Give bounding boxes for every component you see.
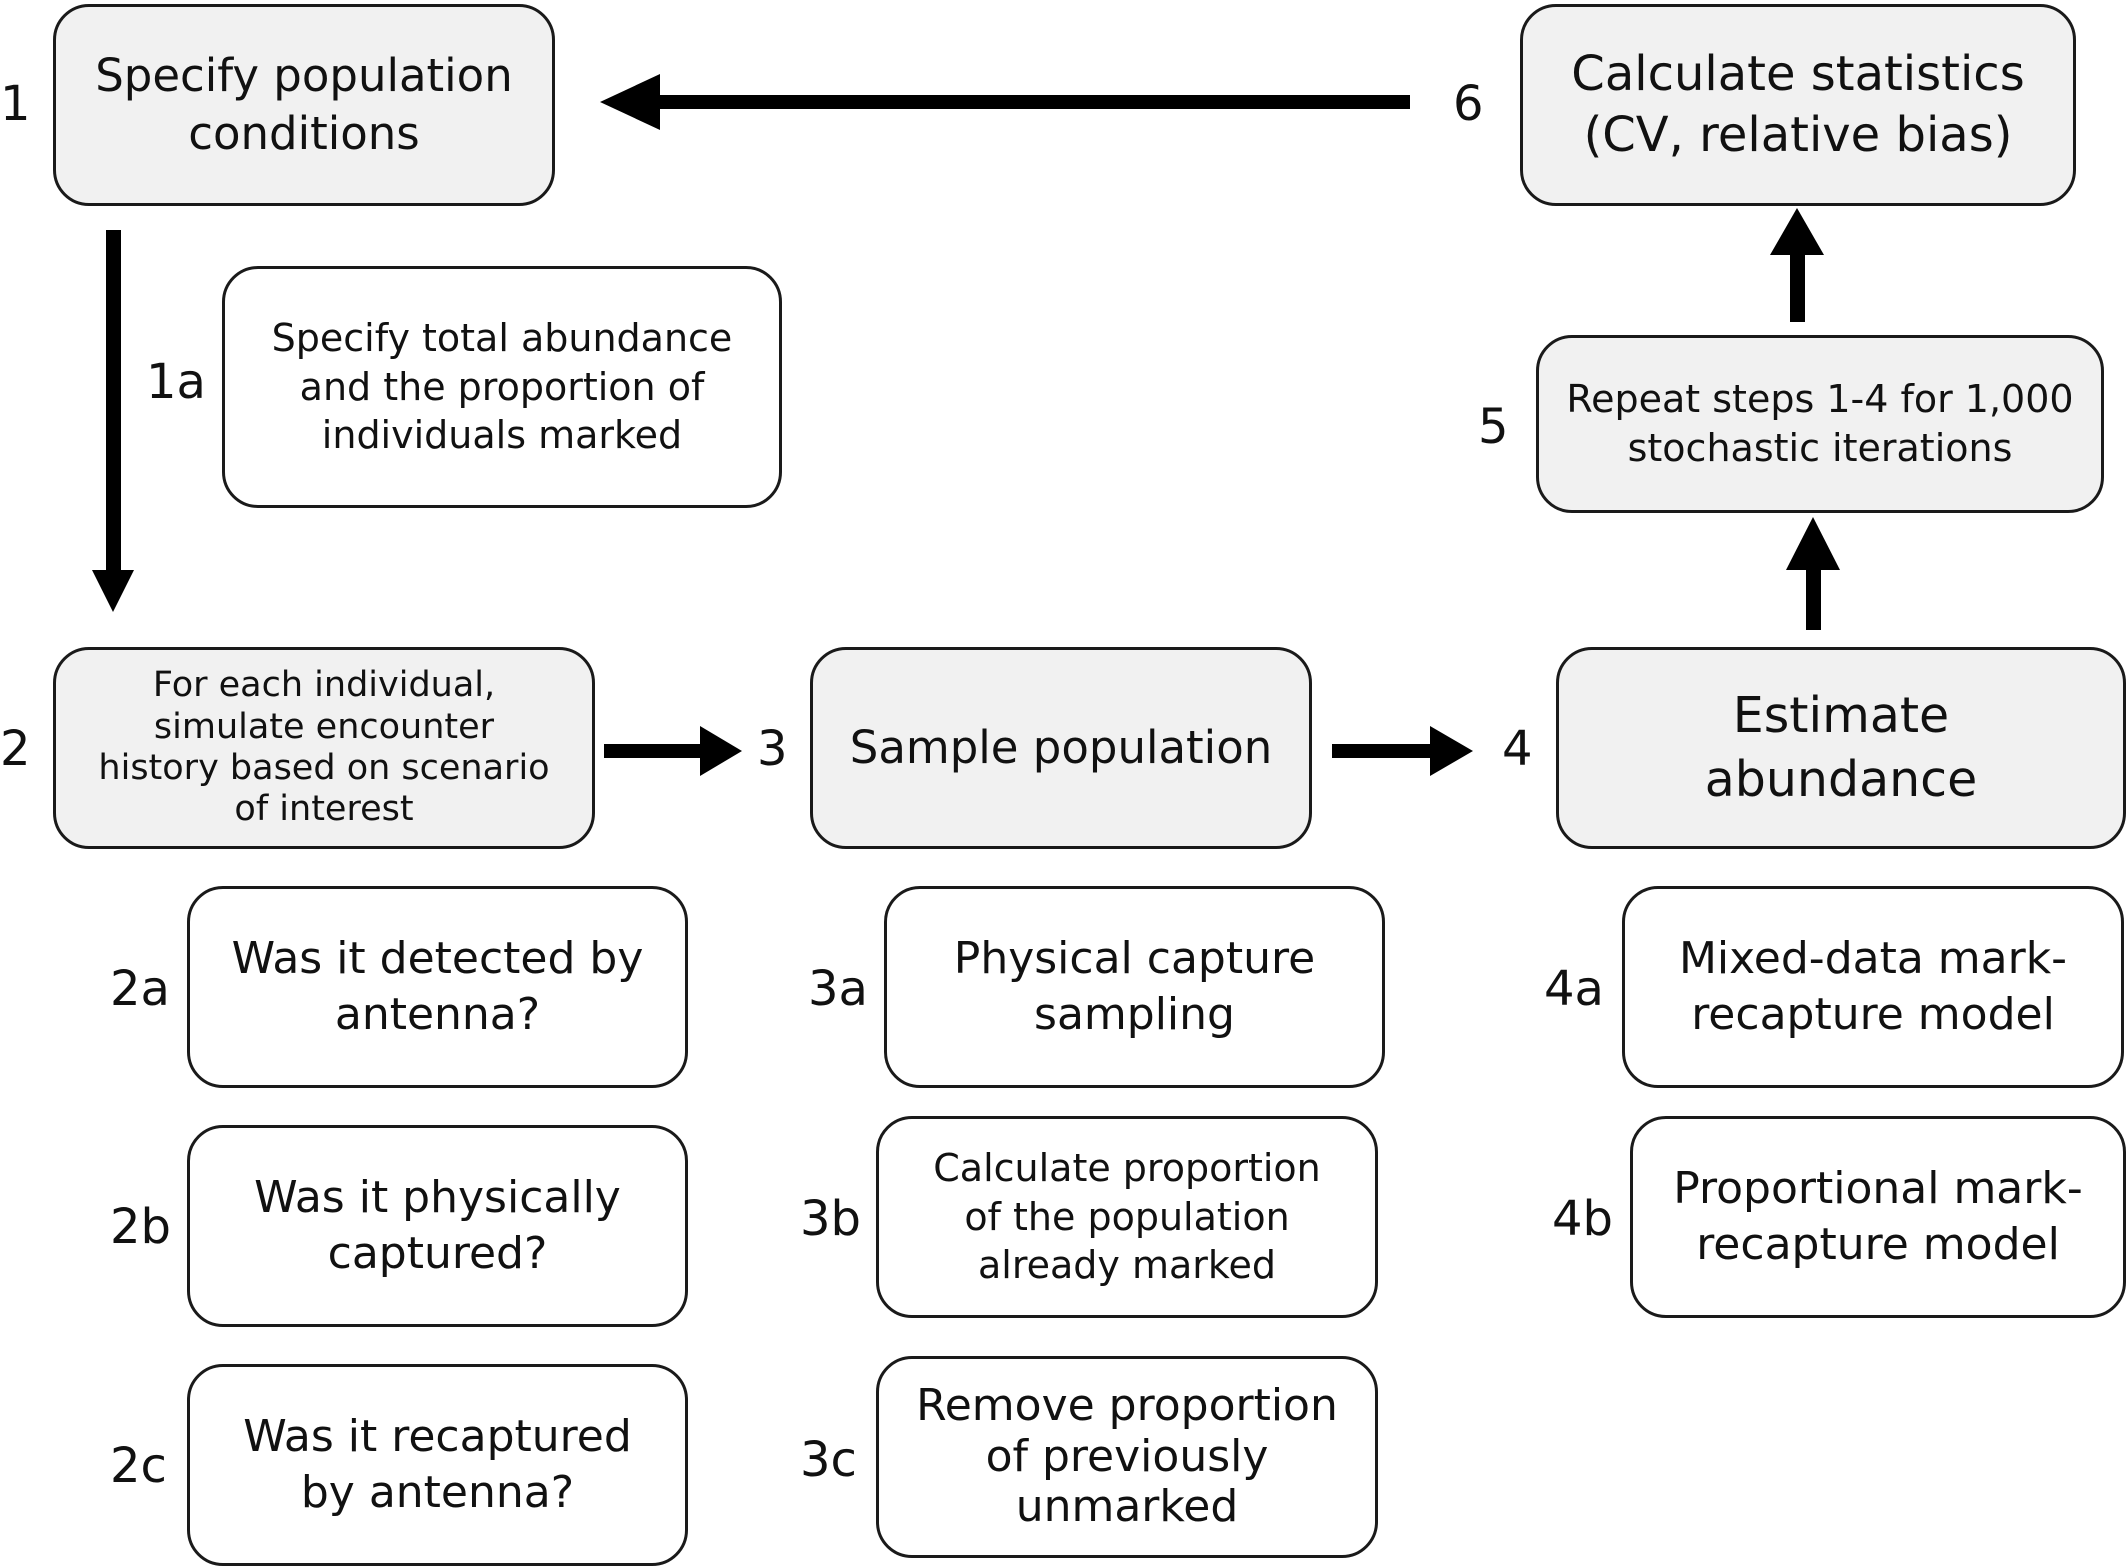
step-3-box: Sample population <box>810 647 1312 849</box>
arrow-3-to-4 <box>1332 726 1473 776</box>
arrow-6-to-1 <box>600 74 1410 130</box>
step-2-number: 2 <box>0 721 31 777</box>
step-6-text: Calculate statistics (CV, relative bias) <box>1571 45 2025 163</box>
step-4-text: Estimate abundance <box>1704 687 1978 808</box>
step-4a-box: Mixed-data mark- recapture model <box>1622 886 2124 1088</box>
step-3b-text: Calculate proportion of the population a… <box>933 1146 1321 1288</box>
step-2a-number: 2a <box>110 961 170 1017</box>
step-3c-box: Remove proportion of previously unmarked <box>876 1356 1378 1558</box>
step-2a-text: Was it detected by antenna? <box>231 932 644 1040</box>
step-4-box: Estimate abundance <box>1556 647 2126 849</box>
step-4b-number: 4b <box>1552 1191 1614 1247</box>
step-4a-text: Mixed-data mark- recapture model <box>1678 932 2068 1040</box>
step-6-number: 6 <box>1453 76 1484 132</box>
step-2c-box: Was it recaptured by antenna? <box>187 1364 688 1566</box>
step-3a-box: Physical capture sampling <box>884 886 1385 1088</box>
step-3-text: Sample population <box>849 721 1273 775</box>
step-6-box: Calculate statistics (CV, relative bias) <box>1520 4 2076 206</box>
step-3b-box: Calculate proportion of the population a… <box>876 1116 1378 1318</box>
step-3a-number: 3a <box>808 961 868 1017</box>
step-4a-number: 4a <box>1544 961 1604 1017</box>
step-2-text: For each individual, simulate encounter … <box>98 665 550 830</box>
step-3c-number: 3c <box>800 1432 857 1488</box>
step-3c-text: Remove proportion of previously unmarked <box>916 1380 1338 1533</box>
step-5-text: Repeat steps 1-4 for 1,000 stochastic it… <box>1566 377 2074 470</box>
step-2c-number: 2c <box>110 1438 167 1494</box>
arrow-5-to-6 <box>1770 208 1824 322</box>
step-4b-text: Proportional mark- recapture model <box>1673 1162 2083 1270</box>
step-1-number: 1 <box>0 76 31 132</box>
step-1a-text: Specify total abundance and the proporti… <box>271 316 733 458</box>
step-2-box: For each individual, simulate encounter … <box>53 647 595 849</box>
arrow-1-to-2 <box>92 230 134 612</box>
step-1-text: Specify population conditions <box>95 49 513 160</box>
step-3-number: 3 <box>757 721 788 777</box>
step-1a-box: Specify total abundance and the proporti… <box>222 266 782 508</box>
step-2b-number: 2b <box>110 1199 172 1255</box>
step-2b-text: Was it physically captured? <box>254 1171 621 1279</box>
step-2a-box: Was it detected by antenna? <box>187 886 688 1088</box>
step-1-box: Specify population conditions <box>53 4 555 206</box>
step-5-box: Repeat steps 1-4 for 1,000 stochastic it… <box>1536 335 2104 513</box>
arrow-2-to-3 <box>604 726 742 776</box>
step-3a-text: Physical capture sampling <box>953 932 1316 1040</box>
step-3b-number: 3b <box>800 1191 862 1247</box>
step-1a-number: 1a <box>146 354 206 410</box>
step-4-number: 4 <box>1502 721 1533 777</box>
step-5-number: 5 <box>1478 399 1509 455</box>
step-2b-box: Was it physically captured? <box>187 1125 688 1327</box>
arrow-4-to-5 <box>1786 517 1840 630</box>
step-4b-box: Proportional mark- recapture model <box>1630 1116 2126 1318</box>
step-2c-text: Was it recaptured by antenna? <box>243 1410 632 1518</box>
